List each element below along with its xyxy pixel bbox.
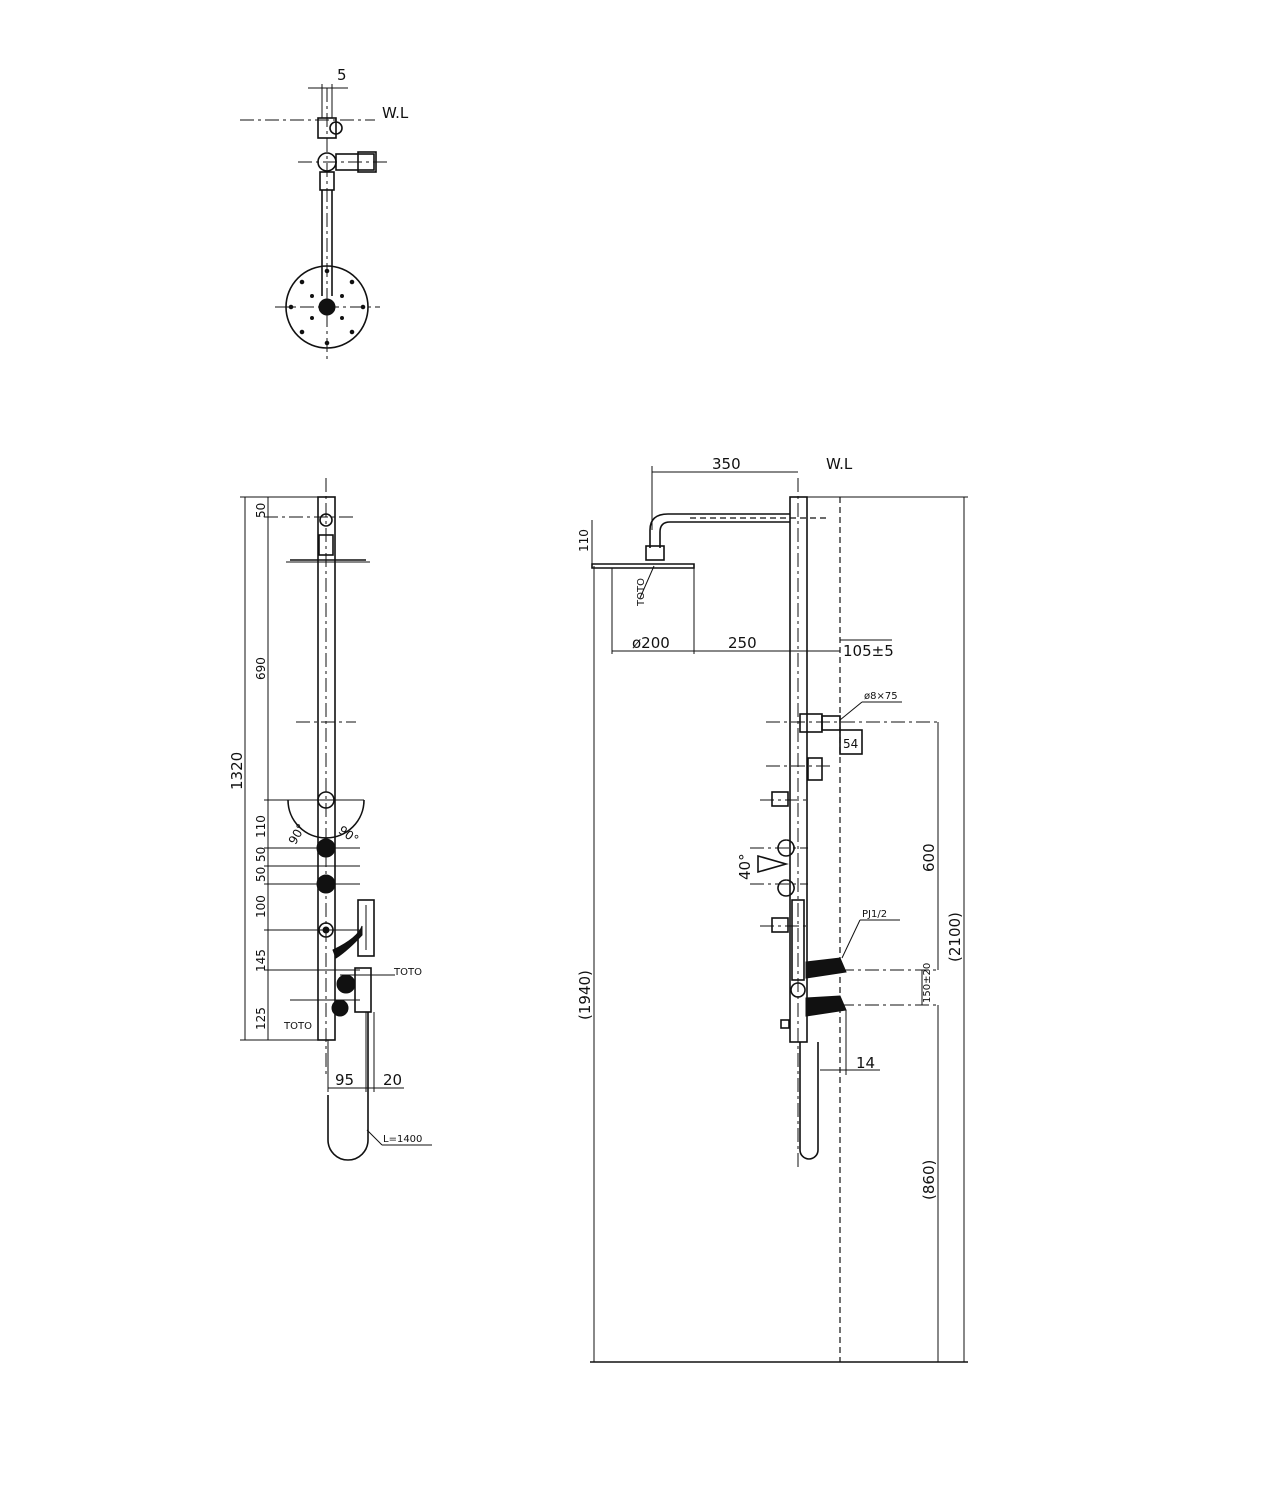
nozzle: [340, 294, 344, 298]
brand-label-b: TOTO: [283, 1021, 312, 1032]
side-knob-lower: [790, 982, 806, 998]
diverter-handle: [807, 757, 823, 781]
dim-100: 100: [254, 895, 268, 918]
side-spout-wedge: [757, 854, 789, 874]
thread-spec-label: PJ1/2: [862, 909, 887, 920]
hose-loop: [327, 1012, 369, 1161]
bracket-knob: [329, 121, 343, 135]
pipe-spec-leader: [839, 701, 863, 721]
dim-50: 50: [254, 503, 268, 518]
hand-shower: [357, 899, 375, 957]
dim-wall-offset: 105±5: [843, 642, 894, 660]
dim-125: 125: [254, 1007, 268, 1030]
front-spout: [332, 925, 363, 959]
nozzle: [324, 340, 330, 346]
thread-leader: [841, 919, 861, 959]
dim-head-dia: ø200: [632, 634, 670, 652]
dim-head-to-bar: 250: [728, 634, 757, 652]
front-view: 90° 90° TOTO TOTO L=1400 1320 50 690: [228, 478, 432, 1161]
side-knobs-round: [777, 839, 795, 897]
dim-1940: (1940): [576, 970, 594, 1020]
nozzle: [288, 304, 294, 310]
toto-leader: [639, 565, 655, 599]
bracket-plug: [821, 715, 841, 731]
valve-outlet: [335, 153, 375, 171]
dim-1320: 1320: [228, 752, 246, 790]
dim-110: 110: [254, 815, 268, 838]
hand-shower-holder: [354, 967, 372, 1013]
dim-600: 600: [920, 843, 938, 872]
side-stopper: [780, 1019, 790, 1029]
side-knob-4: [771, 917, 789, 933]
side-bracket: [799, 713, 823, 733]
wall-bracket: [317, 117, 337, 139]
dim-145: 145: [254, 949, 268, 972]
dim-2100: (2100): [946, 912, 964, 962]
dim-inlet-pitch: 150±20: [922, 963, 933, 1003]
hose-leader: [366, 1129, 383, 1146]
nozzle: [299, 279, 305, 285]
angle-right-label: 90°: [336, 823, 361, 847]
spout-angle-label: 40°: [736, 853, 754, 880]
side-view: 350 W.L TOTO 110 ø200 250 105±5 ø8×75 54…: [576, 455, 968, 1363]
dim-14: 14: [856, 1054, 875, 1072]
front-outlet-upper: [336, 974, 356, 994]
nozzle: [349, 279, 355, 285]
dim-110-side: 110: [577, 529, 591, 552]
side-hose: [799, 1042, 819, 1160]
nozzle: [324, 268, 330, 274]
dim-350: 350: [712, 455, 741, 473]
water-level-label: W.L: [382, 104, 409, 122]
flange-box: [839, 729, 863, 755]
nozzle: [299, 329, 305, 335]
nozzle: [310, 294, 314, 298]
dim-50a: 50: [254, 847, 268, 862]
dim-20: 20: [383, 1071, 402, 1089]
front-outlet-lower: [331, 999, 349, 1017]
nozzle: [340, 316, 344, 320]
dim-50b: 50: [254, 867, 268, 882]
dim-54: 54: [843, 737, 858, 751]
nozzle: [310, 316, 314, 320]
dim-95: 95: [335, 1071, 354, 1089]
dim-860: (860): [920, 1160, 938, 1200]
inlet-upper: [805, 957, 847, 979]
nozzle: [349, 329, 355, 335]
shower-arm-inner: [659, 521, 790, 548]
shower-head-plate: [591, 563, 695, 569]
side-mixer-body: [791, 899, 805, 981]
front-top-bracket: [319, 513, 333, 527]
pipe-spec-label: ø8×75: [864, 691, 898, 702]
valve-stem: [319, 171, 335, 191]
top-view: 5 W.L: [240, 66, 409, 362]
dim-690: 690: [254, 657, 268, 680]
front-angle-arc: [287, 799, 365, 839]
brand-label-a: TOTO: [393, 967, 422, 978]
front-head-joint: [318, 534, 334, 556]
head-joint: [645, 545, 665, 561]
brand-label-side: TOTO: [636, 578, 647, 607]
side-knob-1: [771, 791, 789, 807]
angle-left-label: 90°: [286, 821, 309, 846]
side-water-level: W.L: [826, 455, 853, 473]
shower-arm: [649, 513, 790, 548]
hose-length-label: L=1400: [383, 1134, 422, 1145]
valve-handle: [357, 151, 377, 173]
dim-5-label: 5: [337, 66, 347, 84]
